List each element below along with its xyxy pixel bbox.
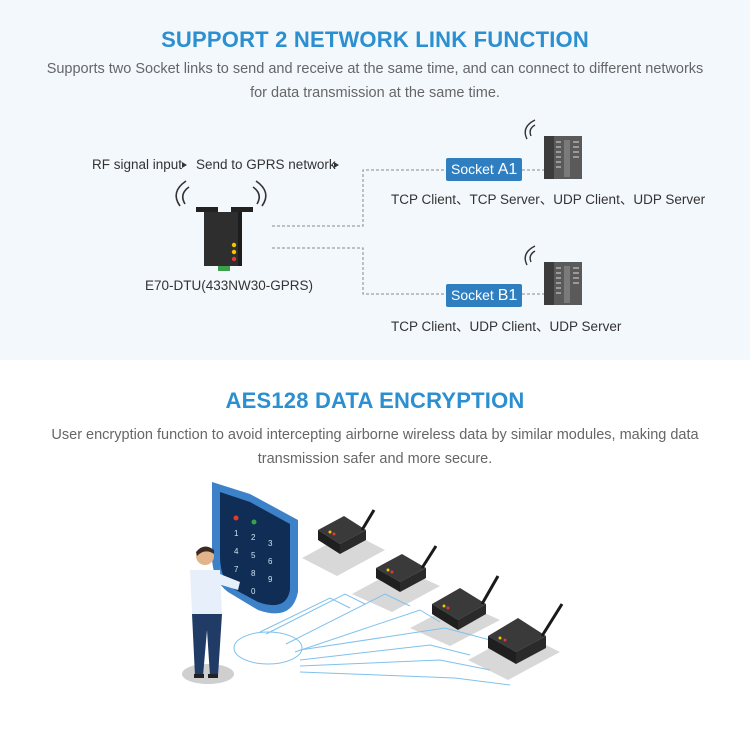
desc-line-2: for data transmission at the same time. (250, 85, 500, 101)
person-icon (182, 546, 240, 684)
link-lines (272, 169, 545, 295)
svg-text:6: 6 (268, 557, 273, 566)
rf-signal-label: RF signal input (92, 157, 183, 172)
network-diagram (175, 119, 582, 305)
encryption-section: AES128 DATA ENCRYPTION User encryption f… (0, 360, 750, 732)
socket-b1-prefix: Socket (451, 287, 498, 303)
network-link-section: SUPPORT 2 NETWORK LINK FUNCTION Supports… (0, 0, 750, 360)
svg-text:3: 3 (268, 539, 273, 548)
device-model-label: E70-DTU(433NW30-GPRS) (145, 278, 314, 293)
svg-text:1: 1 (234, 529, 239, 538)
svg-text:9: 9 (268, 575, 273, 584)
socket-b1-protocols: TCP Client、UDP Client、UDP Server (391, 319, 622, 334)
svg-text:0: 0 (251, 587, 256, 596)
server-rack-icon (524, 245, 582, 305)
socket-b1-id: B1 (497, 287, 518, 304)
socket-a1-protocols: TCP Client、TCP Server、UDP Client、UDP Ser… (391, 192, 706, 207)
section-title-encryption: AES128 DATA ENCRYPTION (225, 388, 525, 413)
server-rack-icon (524, 119, 582, 179)
svg-text:4: 4 (234, 547, 239, 556)
socket-b1-badge: Socket B1 (446, 284, 523, 307)
keypad-digits: 1 2 3 4 5 6 7 8 9 0 (234, 529, 273, 596)
dtu-device-icon (175, 180, 267, 271)
desc-line-1: User encryption function to avoid interc… (51, 427, 699, 443)
circuit-lines (233, 593, 511, 686)
svg-text:7: 7 (234, 565, 239, 574)
desc-line-1: Supports two Socket links to send and re… (46, 61, 704, 77)
socket-a1-prefix: Socket (451, 161, 498, 177)
encryption-illustration: 1 2 3 4 5 6 7 8 9 0 (182, 482, 564, 686)
dtu-device-icon (318, 509, 564, 664)
section-desc-network-link: Supports two Socket links to send and re… (40, 57, 710, 105)
shield-keypad-icon: 1 2 3 4 5 6 7 8 9 0 (212, 482, 298, 614)
socket-a1-badge: Socket A1 (446, 158, 523, 181)
desc-line-2: transmission safer and more secure. (257, 451, 493, 467)
svg-text:2: 2 (251, 533, 256, 542)
socket-a1-id: A1 (497, 161, 518, 178)
section-desc-encryption: User encryption function to avoid interc… (40, 423, 710, 471)
gprs-network-label: Send to GPRS network (196, 157, 336, 172)
svg-text:8: 8 (251, 569, 256, 578)
section-title-network-link: SUPPORT 2 NETWORK LINK FUNCTION (161, 27, 589, 52)
svg-text:5: 5 (251, 551, 256, 560)
play-arrow-icon (334, 162, 339, 168)
play-arrow-icon (182, 162, 187, 168)
